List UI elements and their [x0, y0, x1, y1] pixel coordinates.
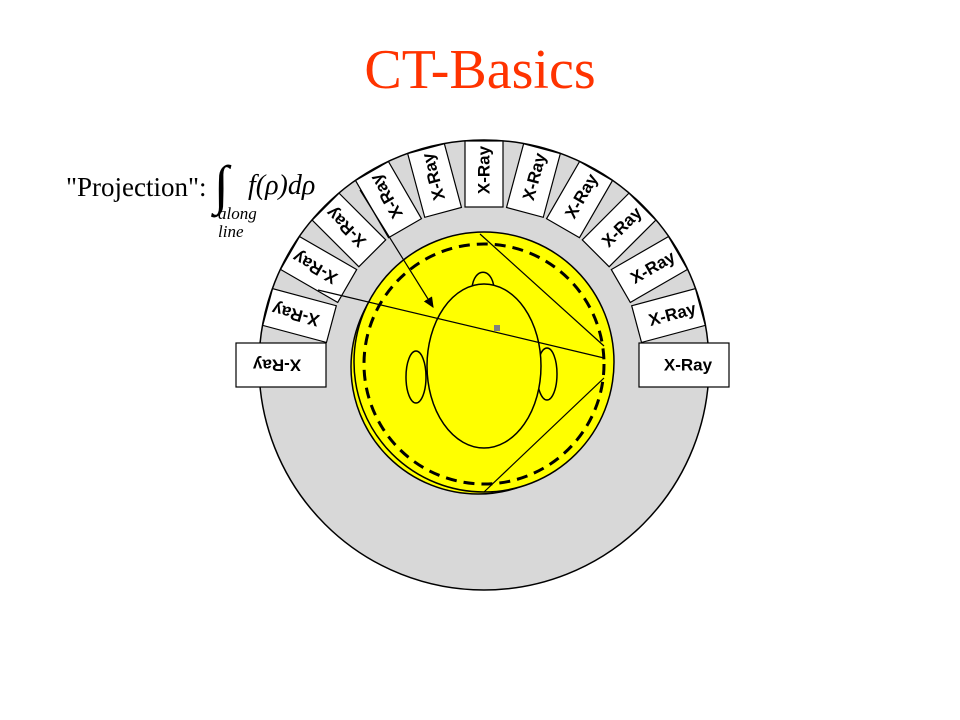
page-title: CT-Basics	[364, 39, 596, 101]
patient-head	[405, 271, 558, 449]
xray-detector: X-Ray	[235, 342, 327, 388]
xray-fan-beam	[317, 233, 605, 493]
projection-ray-line	[317, 289, 605, 359]
field-of-view-circle	[362, 242, 606, 486]
xray-detector: X-Ray	[464, 140, 504, 208]
xray-detector: X-Ray	[638, 342, 730, 388]
head-outline	[426, 283, 542, 449]
xray-detector-label: X-Ray	[252, 356, 301, 375]
xray-detector: X-Ray	[406, 142, 463, 219]
integrand-expression: f(ρ)dρ	[248, 170, 316, 201]
xray-detector: X-Ray	[505, 142, 562, 219]
left-ear	[405, 350, 427, 404]
xray-detector: X-Ray	[630, 287, 707, 344]
projection-label: "Projection":	[66, 172, 207, 202]
xray-detector-label: X-Ray	[475, 145, 494, 194]
formula-arrow	[359, 189, 434, 309]
xray-detector-label: X-Ray	[664, 356, 713, 375]
xray-detector: X-Ray	[261, 287, 338, 344]
integral-subscript-along: along	[218, 204, 257, 223]
integral-symbol: ∫	[214, 155, 229, 215]
source-marker	[494, 325, 500, 331]
integral-subscript-line: line	[218, 222, 244, 241]
